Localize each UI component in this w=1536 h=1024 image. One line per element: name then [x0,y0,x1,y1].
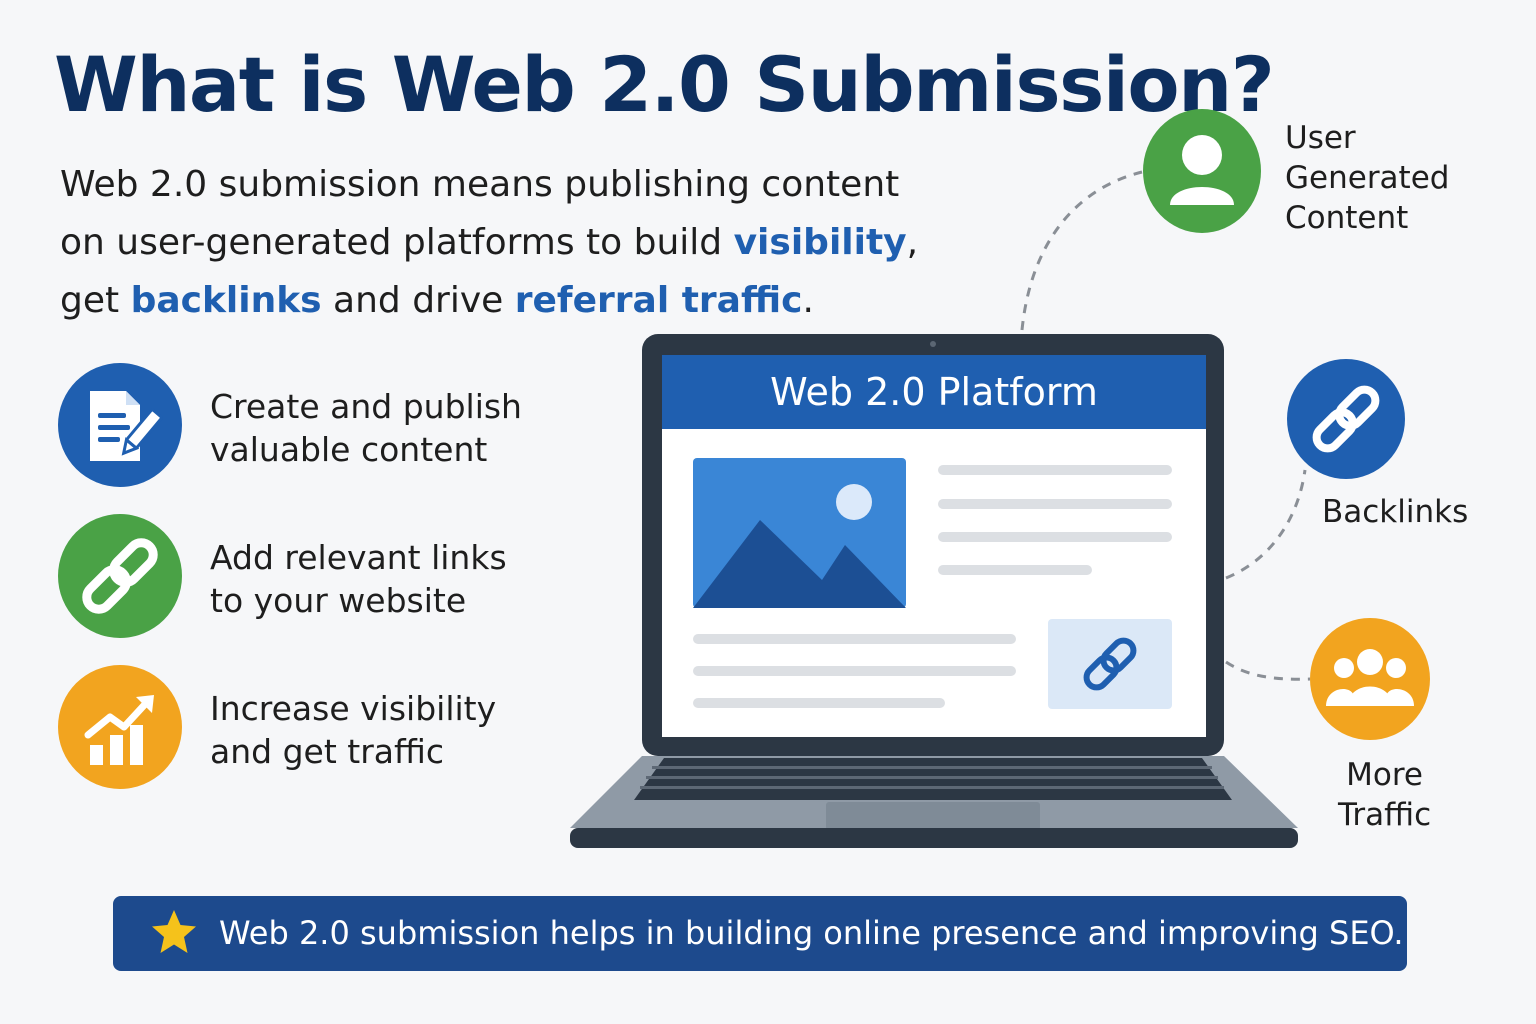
document-pen-icon [58,363,182,487]
intro-text: , get [60,222,919,321]
intro-text: . [802,280,814,321]
feature-create-content: Create and publish valuable content [58,363,558,493]
label-line: Content [1285,200,1409,236]
page-title: What is Web 2.0 Submission? [54,40,1275,129]
growth-chart-icon [58,665,182,789]
feature-text: Create and publish valuable content [210,385,570,471]
feature-increase-visibility: Increase visibility and get traffic [58,665,558,795]
backlinks-label: Backlinks [1322,494,1469,530]
intro-paragraph: Web 2.0 submission means publishing cont… [60,156,920,330]
link-icon [58,514,182,638]
highlight-backlinks: backlinks [130,280,322,321]
feature-line: to your website [210,581,467,620]
ugc-label: User Generated Content [1285,118,1449,238]
traffic-label: More Traffic [1338,755,1431,835]
feature-line: and get traffic [210,732,445,771]
link-icon [1287,359,1405,479]
group-icon [1310,618,1430,740]
feature-add-links: Add relevant links to your website [58,514,558,644]
intro-text: Web 2.0 submission means publishing cont… [60,164,900,263]
star-icon [152,910,196,953]
feature-line: Add relevant links [210,538,507,577]
highlight-referral-traffic: referral traffic [514,280,803,321]
banner-text: Web 2.0 submission helps in building onl… [219,914,1404,952]
feature-line: valuable content [210,430,488,469]
label-line: Traffic [1338,797,1432,833]
platform-title: Web 2.0 Platform [662,355,1206,429]
highlight-visibility: visibility [733,222,907,263]
feature-line: Increase visibility [210,689,497,728]
label-line: More [1346,757,1423,793]
summary-banner: Web 2.0 submission helps in building onl… [113,896,1407,971]
feature-text: Add relevant links to your website [210,536,570,622]
feature-text: Increase visibility and get traffic [210,687,570,773]
label-line: User [1285,120,1356,156]
feature-line: Create and publish [210,387,522,426]
user-icon [1143,109,1261,233]
intro-text: and drive [321,280,515,321]
label-line: Generated [1285,160,1450,196]
